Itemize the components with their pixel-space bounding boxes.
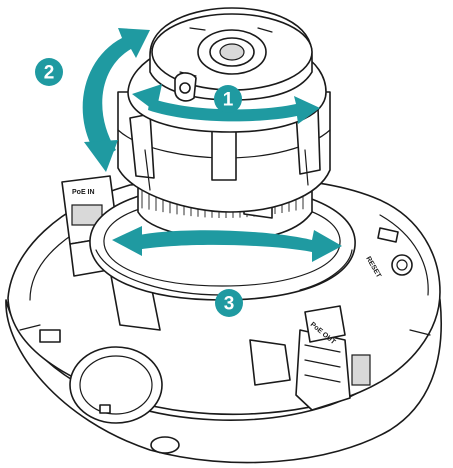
poe-in-label: PoE IN (72, 189, 95, 196)
step-badge-3-label: 3 (224, 294, 235, 315)
step-badge-1-label: 1 (223, 90, 234, 111)
lens-housing (127, 7, 327, 133)
step-badge-3: 3 (215, 289, 243, 317)
step-badge-2-label: 2 (44, 63, 55, 84)
step-badge-1: 1 (214, 85, 242, 113)
rotate-arrow-icon (112, 226, 342, 262)
step-badge-2: 2 (35, 58, 63, 86)
tilt-arrow-icon (82, 28, 150, 172)
